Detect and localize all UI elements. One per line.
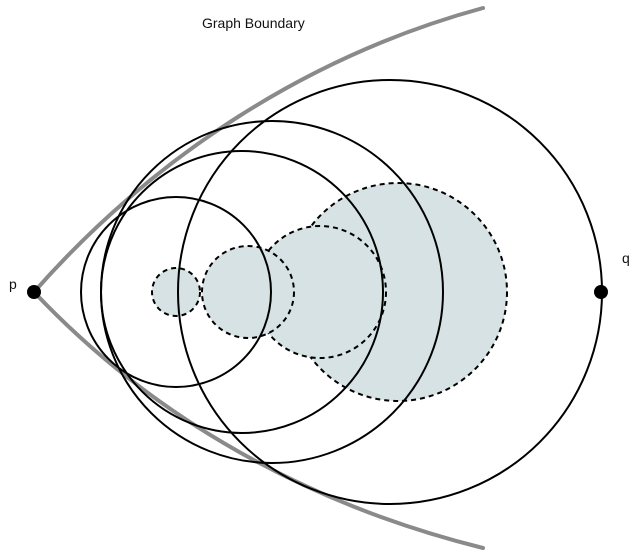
upper-boundary-curve xyxy=(32,6,485,294)
lower-boundary-curve xyxy=(32,290,485,550)
point-q-dot xyxy=(594,285,608,299)
point-q-label: q xyxy=(622,250,630,266)
graph-boundary-label: Graph Boundary xyxy=(202,15,305,31)
point-p-label: p xyxy=(9,276,17,292)
dashed-filled-circle-small xyxy=(151,267,201,317)
solid-circle-3 xyxy=(100,120,444,464)
solid-circle-1 xyxy=(80,196,272,388)
point-p-dot xyxy=(27,285,41,299)
dashed-filled-circle-medium xyxy=(201,245,295,339)
